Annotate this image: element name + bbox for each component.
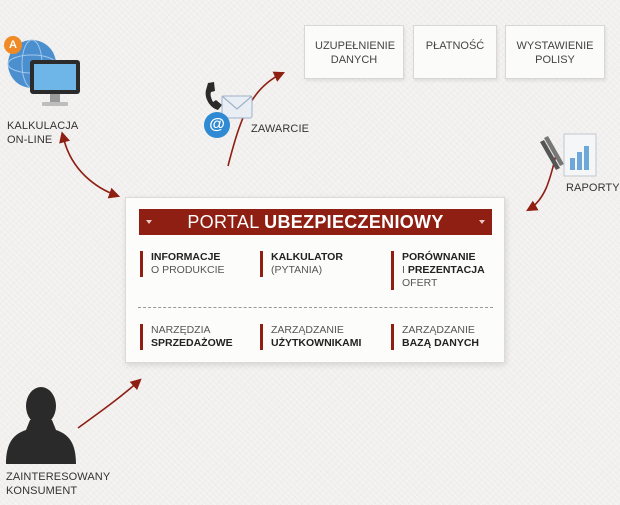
cell-uzytkownicy: ZARZĄDZANIE UŻYTKOWNIKAMI — [260, 324, 378, 350]
globe-monitor-icon: A — [4, 34, 84, 112]
label-raporty: RAPORTY — [566, 182, 620, 194]
arrow-konsument-portal — [77, 378, 142, 429]
phone-mail-icon: @ — [200, 78, 256, 140]
dashed-divider — [138, 307, 493, 308]
cell-informacje-sub: O PRODUKCIE — [151, 264, 225, 276]
portal-title-thin: PORTAL — [187, 212, 265, 232]
person-silhouette-icon — [4, 386, 78, 464]
cell-narzedzia-sub: NARZĘDZIA — [151, 324, 211, 336]
at-icon: @ — [204, 112, 230, 138]
banner-left-triangle-icon — [146, 220, 152, 224]
label-zawarcie: ZAWARCIE — [251, 123, 310, 135]
cell-porownanie-bold: PORÓWNANIE — [402, 251, 476, 263]
step-wystawienie: WYSTAWIENIE POLISY — [505, 25, 605, 79]
step-platnosc: PŁATNOŚĆ — [413, 25, 497, 79]
cell-kalkulator-bold: KALKULATOR — [271, 251, 343, 263]
cell-narzedzia-bold: SPRZEDAŻOWE — [151, 337, 233, 349]
cell-uzytkownicy-bold: UŻYTKOWNIKAMI — [271, 337, 362, 349]
cell-informacje: INFORMACJE O PRODUKCIE — [140, 251, 250, 277]
label-kalkulacja: KALKULACJA ON-LINE — [7, 120, 79, 146]
portal-title-bold: UBEZPIECZENIOWY — [264, 212, 444, 232]
step-uzupelnienie: UZUPEŁNIENIE DANYCH — [304, 25, 404, 79]
cell-baza: ZARZĄDZANIE BAZĄ DANYCH — [391, 324, 501, 350]
arrow-kalkulacja-portal — [59, 131, 121, 199]
cell-porownanie: PORÓWNANIE I PREZENTACJA OFERT — [391, 251, 501, 290]
label-konsument: ZAINTERESOWANY KONSUMENT — [6, 471, 111, 497]
banner-right-triangle-icon — [479, 220, 485, 224]
cell-porownanie-sub: OFERT — [402, 277, 438, 289]
report-chart-icon — [540, 128, 602, 182]
cell-kalkulator-sub: (PYTANIA) — [271, 264, 323, 276]
cell-informacje-bold: INFORMACJE — [151, 251, 221, 263]
portal-panel: PORTAL UBEZPIECZENIOWY INFORMACJE O PROD… — [125, 197, 505, 363]
cell-porownanie-bold2: PREZENTACJA — [407, 264, 485, 276]
portal-title-banner: PORTAL UBEZPIECZENIOWY — [139, 209, 492, 235]
cell-porownanie-mid: I — [402, 264, 408, 276]
badge-icon: A — [4, 36, 22, 54]
cell-baza-bold: BAZĄ DANYCH — [402, 337, 479, 349]
cell-kalkulator: KALKULATOR (PYTANIA) — [260, 251, 370, 277]
cell-baza-sub: ZARZĄDZANIE — [402, 324, 475, 336]
cell-uzytkownicy-sub: ZARZĄDZANIE — [271, 324, 344, 336]
cell-narzedzia: NARZĘDZIA SPRZEDAŻOWE — [140, 324, 250, 350]
